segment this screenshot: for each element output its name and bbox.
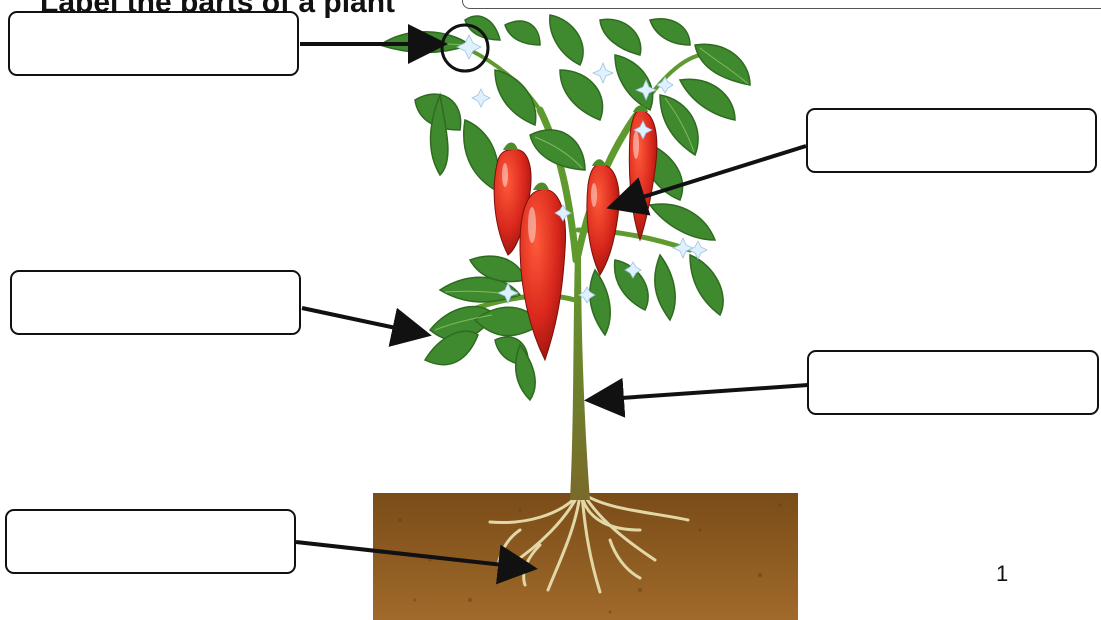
flower-label-box[interactable] bbox=[8, 11, 299, 76]
leaf-arrow bbox=[302, 308, 424, 334]
stem-label-box[interactable] bbox=[807, 350, 1099, 415]
roots-label-box[interactable] bbox=[5, 509, 296, 574]
fruit-label-box[interactable] bbox=[806, 108, 1097, 173]
leaves bbox=[380, 15, 750, 400]
leaf-label-box[interactable] bbox=[10, 270, 301, 335]
page-number: 1 bbox=[996, 561, 1008, 587]
stem-arrow bbox=[592, 385, 808, 400]
